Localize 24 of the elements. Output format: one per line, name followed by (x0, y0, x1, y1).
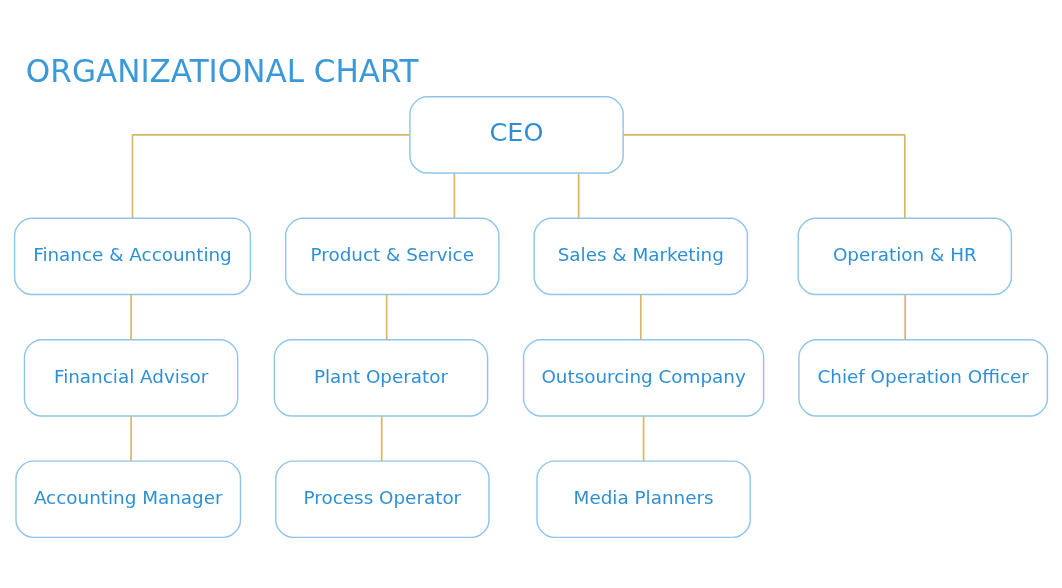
node-box: Operation & HR (797, 217, 1013, 295)
connector (639, 293, 642, 340)
node-box: Finance & Accounting (13, 217, 252, 295)
node-box: Chief Operation Officer (798, 338, 1049, 417)
node-box: CEO (409, 95, 624, 174)
node-box: Outsourcing Company (522, 338, 765, 417)
connector (622, 133, 906, 219)
node-box: Sales & Marketing (533, 217, 749, 295)
connector (453, 172, 456, 219)
diagram-title: ORGANIZATIONAL CHART (25, 52, 419, 89)
connector (577, 172, 580, 219)
connector (642, 414, 645, 462)
connector (385, 293, 388, 340)
node-box: Accounting Manager (15, 459, 242, 538)
node-box: Plant Operator (273, 338, 489, 417)
connector (380, 414, 383, 462)
node-box: Product & Service (284, 217, 500, 295)
node-box: Financial Advisor (23, 338, 239, 417)
connector (131, 133, 411, 219)
connector (130, 293, 132, 340)
connector (904, 293, 906, 340)
connector (130, 414, 132, 462)
node-box: Media Planners (536, 459, 751, 538)
node-box: Process Operator (275, 459, 490, 538)
